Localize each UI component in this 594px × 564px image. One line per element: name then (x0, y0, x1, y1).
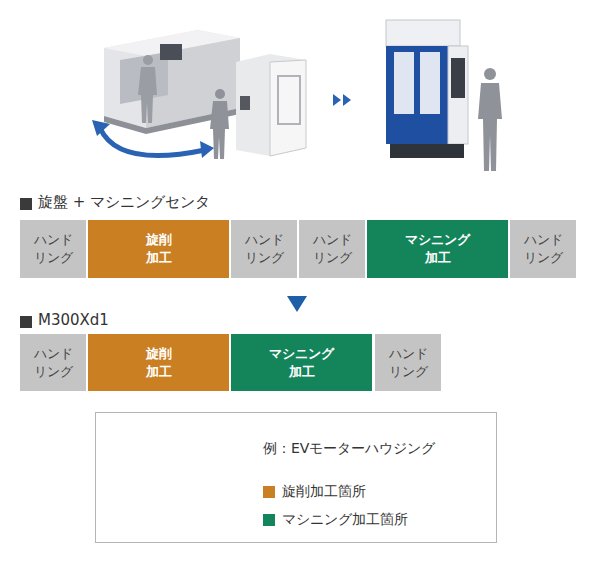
chevron (333, 94, 341, 106)
machine-window (394, 52, 414, 114)
box-text: マシニング 加工 (402, 231, 474, 267)
machining-box: マシニング 加工 (367, 220, 508, 278)
box-text: ハンド リング (31, 231, 75, 267)
handling-box: ハンド リング (20, 334, 86, 391)
row-heading: 旋盤 + マシニングセンタ (38, 193, 210, 212)
legend-text: 旋削加工箇所 (282, 483, 366, 501)
person (143, 55, 153, 65)
person (215, 89, 225, 99)
handling-box: ハンド リング (20, 220, 86, 278)
handling-box: ハンド リング (299, 220, 365, 278)
heading-square (20, 198, 32, 210)
machining-center-small (236, 54, 306, 156)
box-text: ハンド リング (242, 231, 286, 267)
machine-panel (451, 58, 465, 98)
example-text: 例：EVモーターハウジング (263, 439, 435, 458)
machine-window (420, 52, 440, 114)
legend-row: 旋削加工箇所 (263, 483, 366, 501)
machine-top (386, 20, 460, 46)
legend-swatch (263, 486, 275, 498)
row-heading: M300Xd1 (38, 311, 109, 329)
person (210, 101, 229, 159)
machining-center-door (278, 76, 300, 124)
box-text: ハンド リング (310, 231, 354, 267)
box-text: ハンド リング (31, 345, 75, 381)
machining-box: マシニング 加工 (231, 334, 372, 391)
turning-box: 旋削 加工 (88, 334, 229, 391)
machine-side (448, 46, 468, 144)
control-panel (240, 96, 250, 110)
person (484, 68, 496, 80)
machining-center-front (270, 60, 306, 156)
transfer-arrow (100, 128, 205, 156)
machine-front (386, 46, 448, 144)
heading-square (20, 316, 32, 328)
legend-swatch (263, 514, 275, 526)
person (138, 67, 157, 123)
legend-text: マシニング加工箇所 (282, 511, 408, 529)
example-box: 例：EVモーターハウジング旋削加工箇所マシニング加工箇所 (95, 412, 497, 543)
handling-box: ハンド リング (231, 220, 297, 278)
arrow-head (92, 120, 110, 136)
machine-base (390, 144, 464, 158)
legend-row: マシニング加工箇所 (263, 511, 408, 529)
down-arrow (287, 296, 307, 312)
handling-box: ハンド リング (510, 220, 576, 278)
box-text: マシニング 加工 (266, 345, 338, 381)
person (478, 83, 502, 171)
arrow-head (200, 141, 214, 158)
box-text: 旋削 加工 (142, 231, 175, 267)
chevron (343, 94, 351, 106)
turning-box: 旋削 加工 (88, 220, 229, 278)
lathe-screen (160, 44, 182, 60)
box-text: ハンド リング (521, 231, 565, 267)
box-text: ハンド リング (386, 345, 430, 381)
handling-box: ハンド リング (375, 334, 441, 391)
box-text: 旋削 加工 (142, 345, 175, 381)
